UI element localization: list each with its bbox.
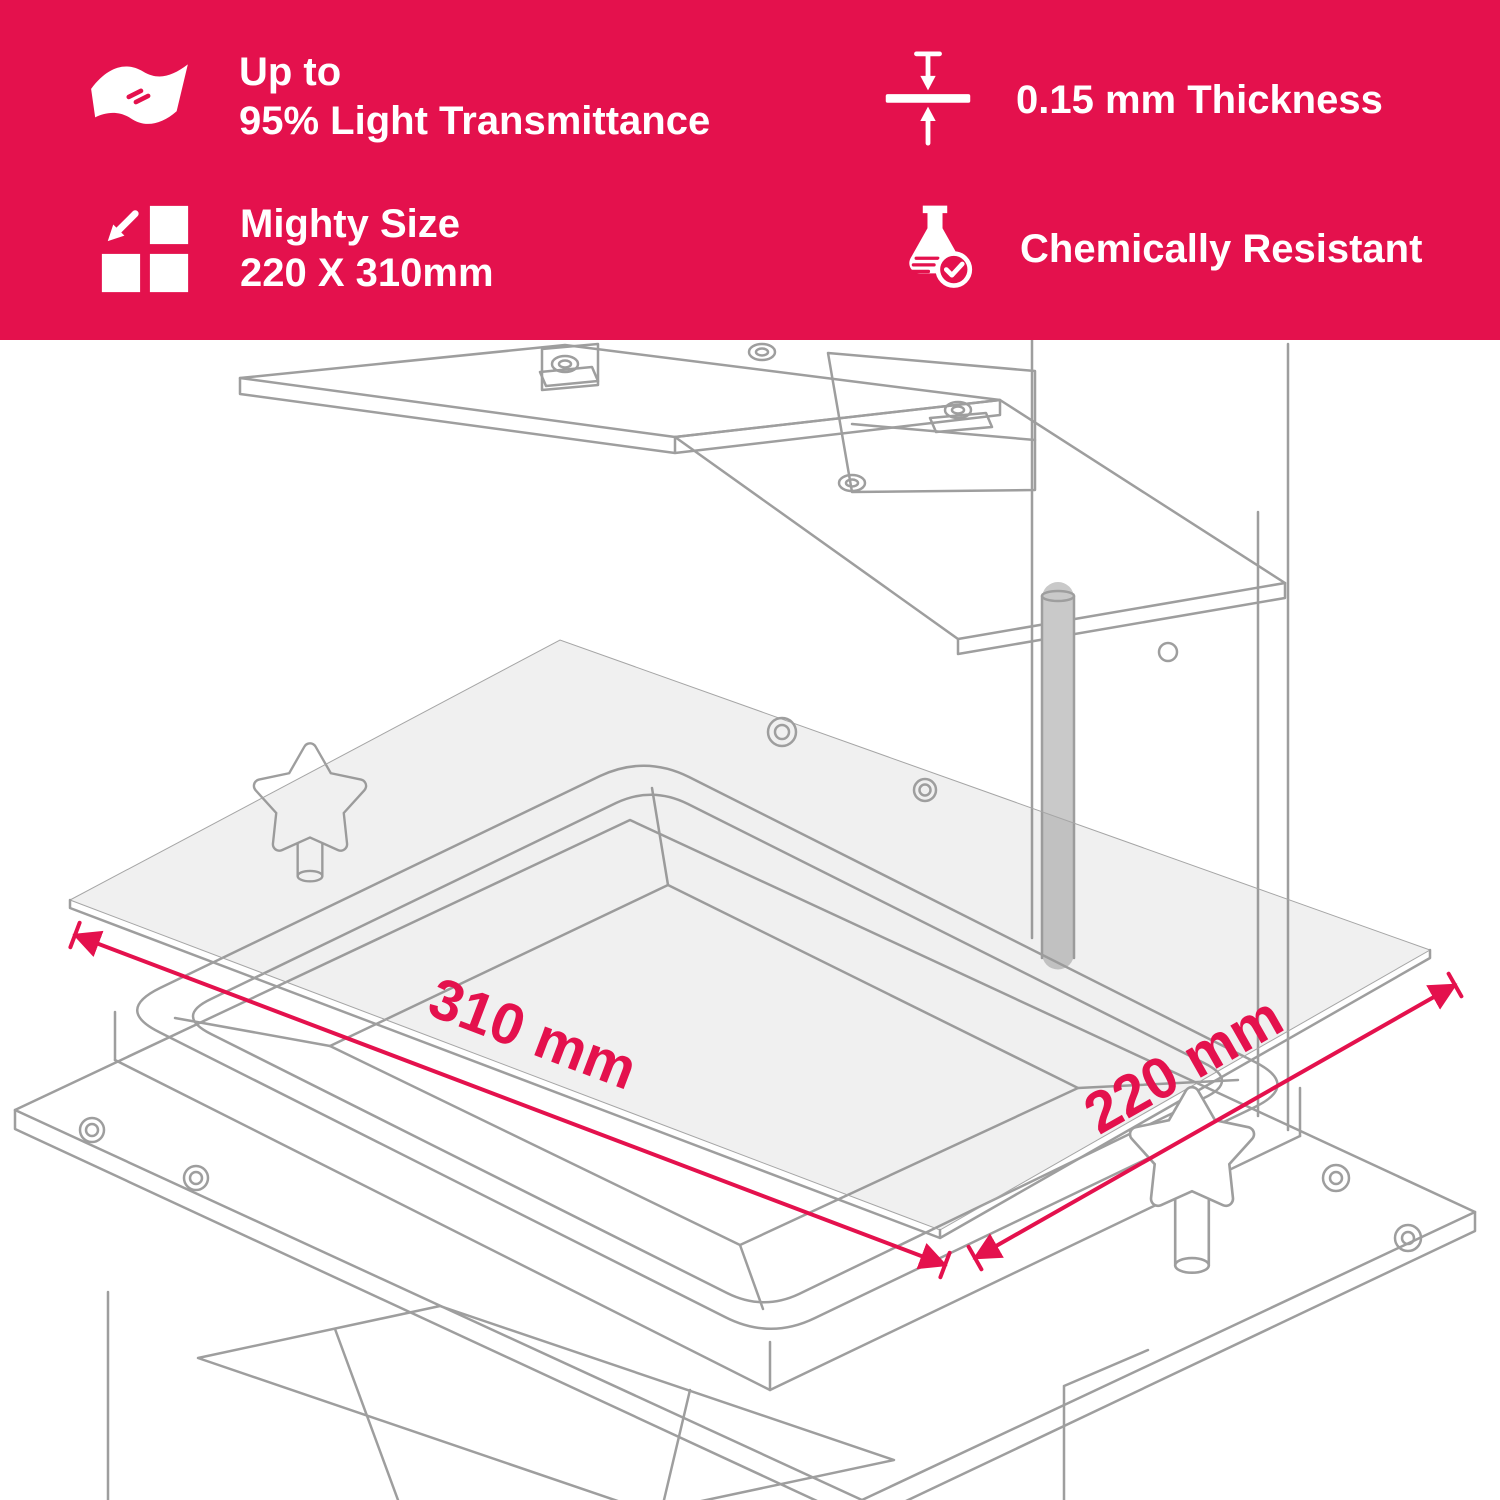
feature-text: Mighty Size 220 X 310mm [240, 200, 494, 303]
feature-text: Up to 95% Light Transmittance [239, 48, 710, 155]
feature-line: Up to [239, 50, 342, 94]
printer-z-column [1030, 338, 1290, 1132]
feature-line: 0.15 mm Thickness [1016, 78, 1383, 122]
size-arrow-icon [96, 200, 194, 303]
film-hole-icon [766, 716, 938, 803]
printer-diagram: 310 mm 220 mm [0, 338, 1500, 1500]
feature-transmittance: Up to 95% Light Transmittance [85, 48, 710, 155]
feature-line: Mighty Size [240, 202, 461, 246]
feature-thickness: 0.15 mm Thickness [880, 48, 1383, 153]
thumb-screw-left [252, 742, 368, 883]
dimension-line-220 [972, 983, 1458, 1260]
feature-line: 95% Light Transmittance [239, 99, 711, 143]
feature-line: Chemically Resistant [1020, 227, 1423, 271]
feature-line: 220 X 310mm [240, 251, 494, 295]
dimension-line-310 [72, 930, 948, 1270]
feature-text: Chemically Resistant [1020, 225, 1422, 274]
film-sheet-icon [85, 48, 197, 155]
feature-text: 0.15 mm Thickness [1016, 76, 1383, 125]
printer-top-assembly [238, 342, 1287, 656]
feature-size: Mighty Size 220 X 310mm [96, 200, 494, 303]
printer-body-bottom [106, 1290, 1150, 1500]
bolt-icon [550, 342, 973, 493]
feature-banner: Up to 95% Light Transmittance Mighty Siz… [0, 0, 1500, 340]
feature-chemical: Chemically Resistant [888, 196, 1422, 303]
flask-check-icon [888, 196, 982, 303]
thickness-icon [880, 48, 976, 153]
